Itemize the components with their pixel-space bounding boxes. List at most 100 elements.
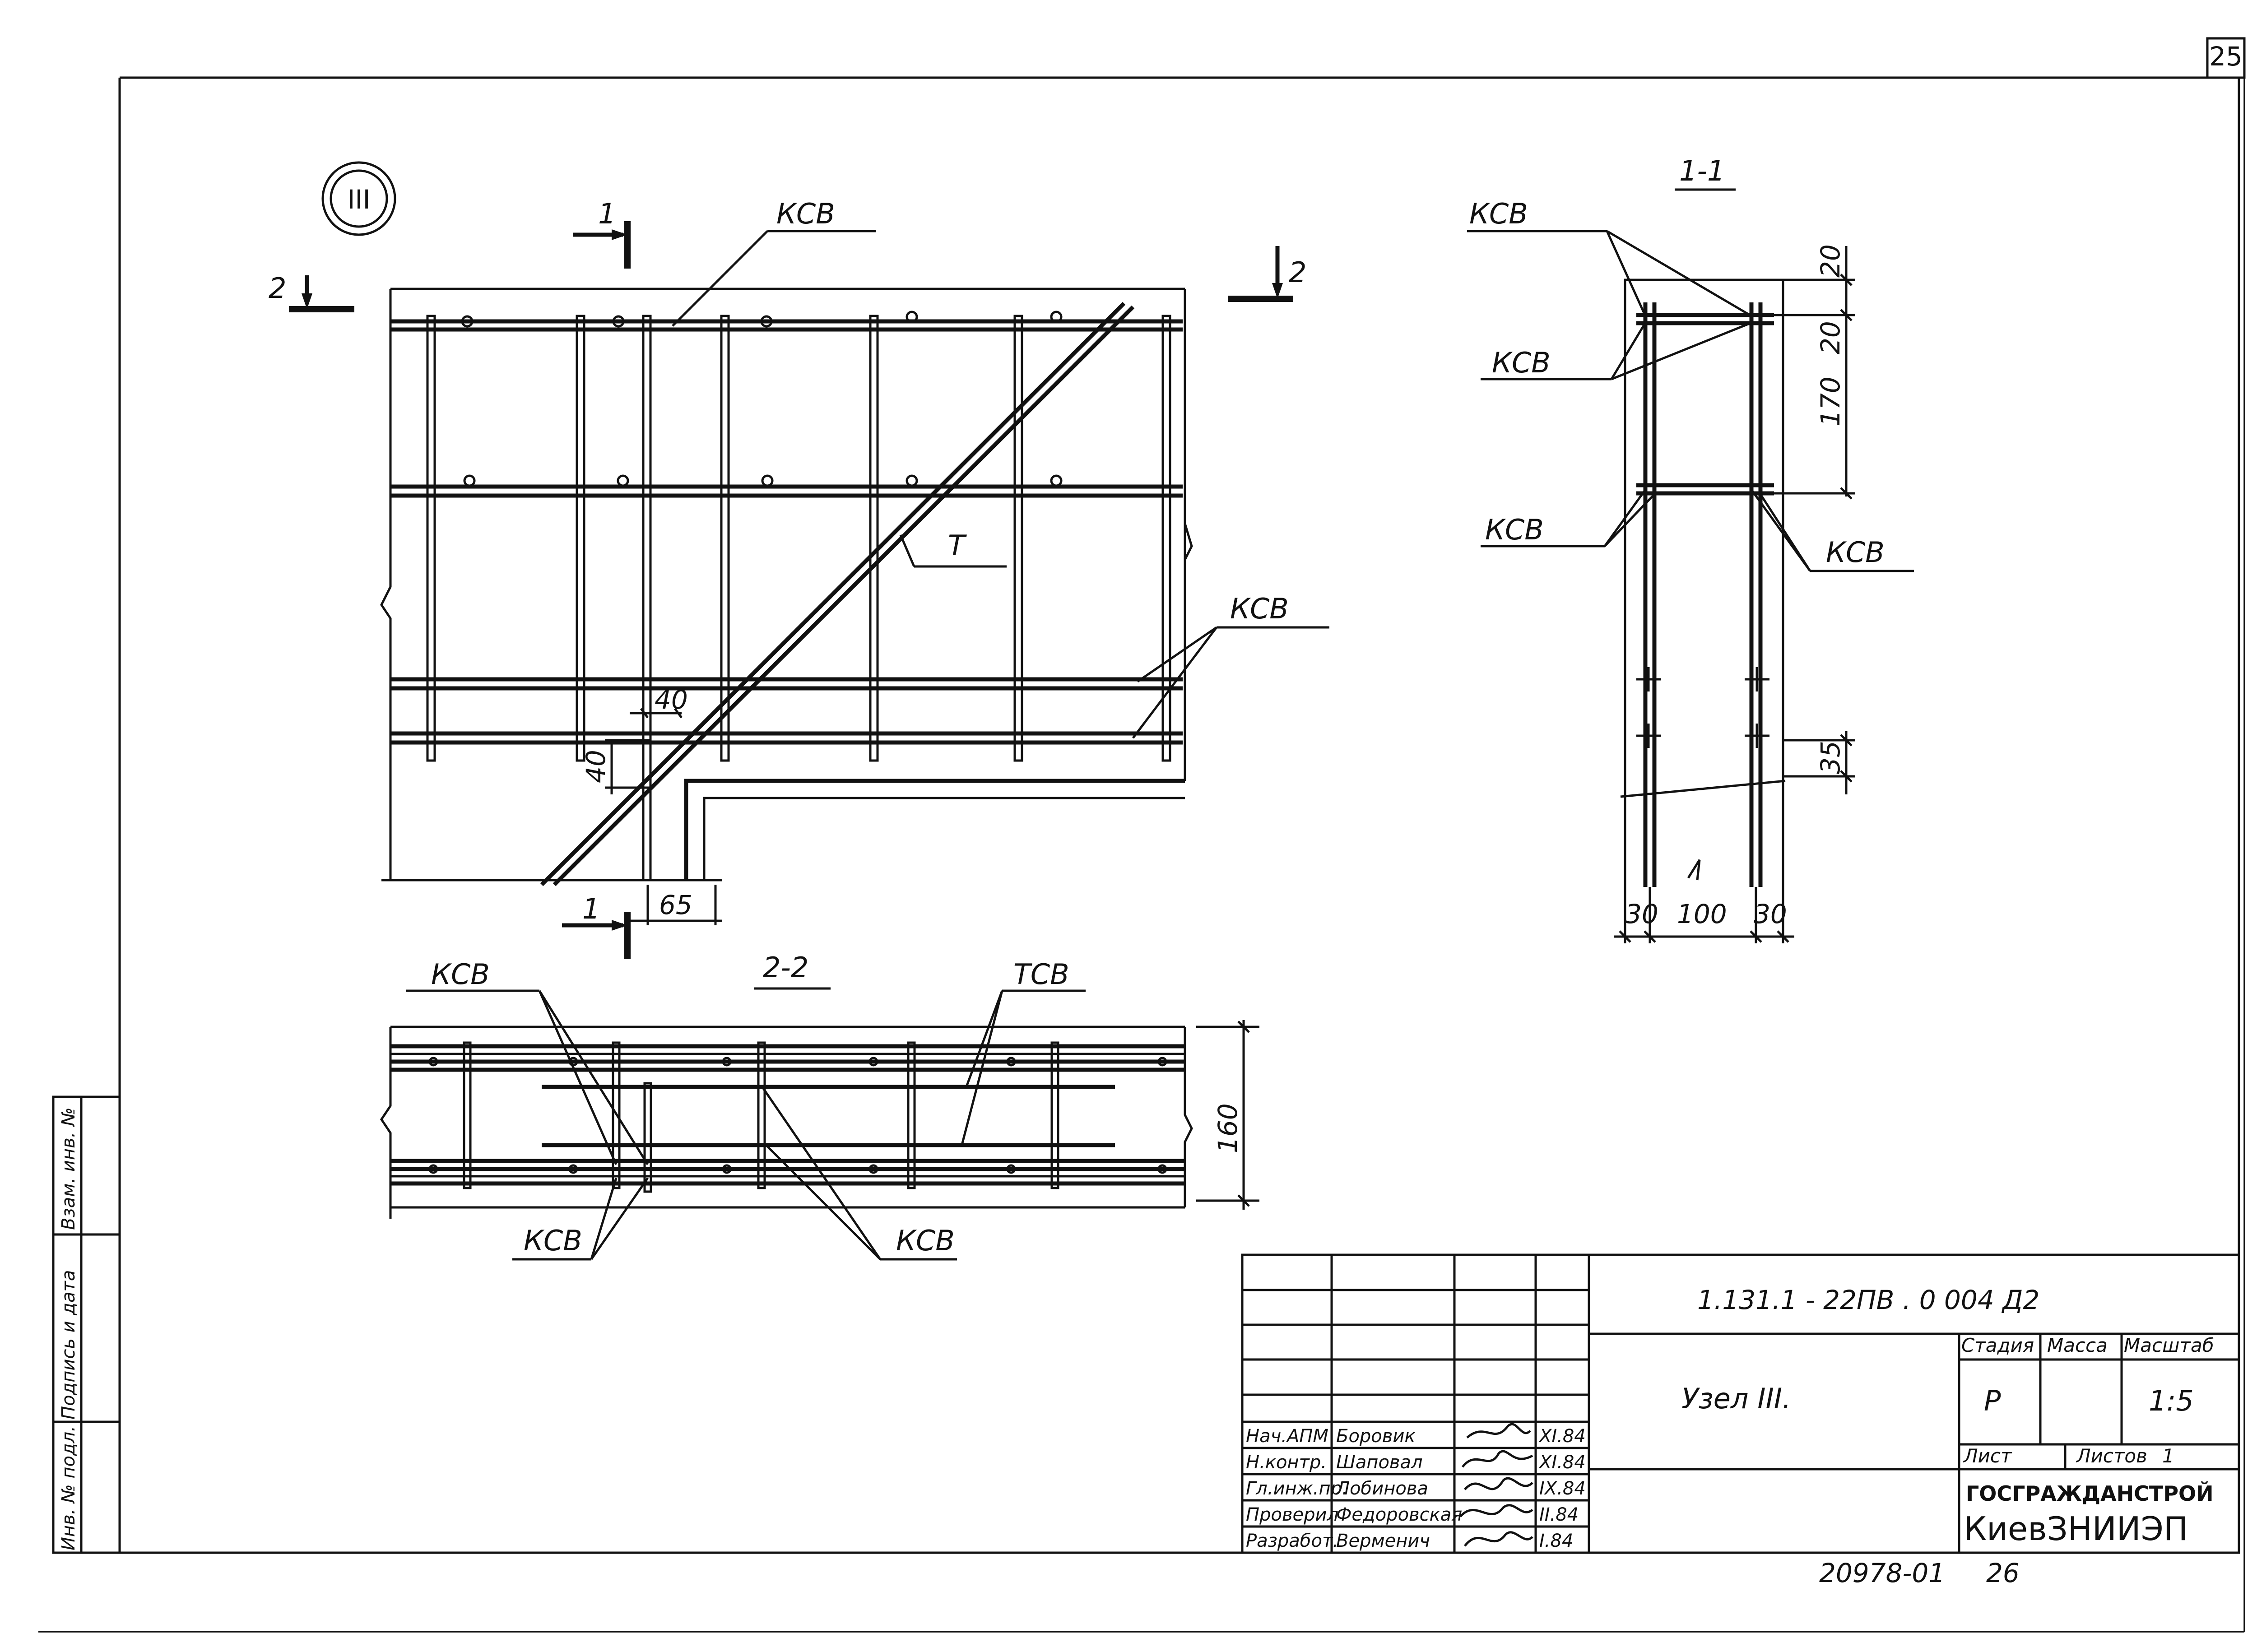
- svg-text:КСВ: КСВ: [1230, 592, 1289, 625]
- section-2-2-top-layer: [390, 1044, 1185, 1089]
- svg-text:65: 65: [659, 890, 692, 920]
- section-1-1-bottom-dims: 30 100 30: [1614, 887, 1794, 943]
- section-1-1: 1-1 КСВ КСВ: [1467, 154, 1914, 943]
- section-2-2-dim-160: 160: [1196, 1020, 1259, 1210]
- svg-text:170: 170: [1815, 376, 1846, 427]
- svg-text:КСВ: КСВ: [431, 958, 490, 991]
- section-2-2-tsv: ТСВ: [960, 958, 1086, 1147]
- section-2-2-title: 2-2: [763, 951, 808, 984]
- plan-bar-dots: [461, 311, 1063, 487]
- signature-table-grid: [1242, 1255, 1590, 1553]
- section-1-1-ksv-d: КСВ: [1750, 489, 1914, 572]
- svg-text:30: 30: [1754, 899, 1787, 929]
- svg-text:35: 35: [1815, 741, 1846, 774]
- svg-text:1: 1: [598, 197, 616, 230]
- row-role: Гл.инж.пр.: [1246, 1478, 1348, 1499]
- row-role: Разработ.: [1246, 1531, 1338, 1551]
- svg-text:2: 2: [269, 272, 286, 305]
- svg-text:КСВ: КСВ: [1492, 346, 1551, 379]
- section-2-2: 2-2: [380, 951, 1259, 1261]
- section-2-2-ksv-bl: КСВ: [512, 1177, 649, 1261]
- row-role: Нач.АПМ: [1246, 1426, 1328, 1447]
- sheets-value: 1: [2162, 1445, 2174, 1467]
- row-date: I.84: [1539, 1531, 1573, 1551]
- section-2-2-ksv-tl: КСВ: [406, 958, 649, 1165]
- section-2-2-cross-bars: [463, 1041, 1059, 1193]
- row-role: Н.контр.: [1246, 1452, 1327, 1473]
- svg-text:Т: Т: [948, 529, 967, 562]
- archive-number: 20978-01 26: [1819, 1558, 2020, 1588]
- strip-inv-orig: Инв. № подл.: [58, 1426, 79, 1550]
- row-name: Лобинова: [1335, 1478, 1428, 1499]
- row-date: XI.84: [1538, 1426, 1586, 1447]
- node-marker: III: [321, 161, 396, 236]
- plan-t-label: Т: [899, 529, 1007, 568]
- section-1-1-ksv-c: КСВ: [1481, 489, 1655, 548]
- signature-scribbles: [1459, 1423, 1533, 1547]
- svg-text:40: 40: [581, 750, 611, 783]
- section-2-2-bottom-layer: [390, 1143, 1185, 1186]
- svg-text:100: 100: [1677, 899, 1727, 929]
- plan-view: 1 1 2 2 КСВ Т: [269, 197, 1329, 959]
- plan-ksv-right-label: КСВ: [1132, 592, 1329, 739]
- title-block: Нач.АПМ Боровик XI.84 Н.контр. Шаповал X…: [1241, 1253, 2240, 1554]
- org-line-2: КиевЗНИИЭП: [1964, 1510, 2188, 1548]
- svg-text:ТСВ: ТСВ: [1013, 958, 1069, 991]
- svg-text:20: 20: [1815, 244, 1846, 278]
- row-date: IX.84: [1539, 1478, 1586, 1499]
- section-1-1-ksv-a: КСВ: [1467, 197, 1752, 317]
- section-1-marker-bottom: 1: [562, 892, 631, 959]
- svg-text:20: 20: [1815, 321, 1846, 354]
- svg-text:КСВ: КСВ: [1469, 197, 1528, 230]
- org-line-1: ГОСГРАЖДАНСТРОЙ: [1966, 1481, 2214, 1506]
- plan-ksv-top-label: КСВ: [672, 197, 876, 327]
- section-2-2-ksv-bc: КСВ: [762, 1087, 957, 1261]
- sheet-title: Узел III.: [1681, 1382, 1791, 1415]
- plan-horizontal-bars: [390, 319, 1183, 745]
- svg-text:20978-01: 20978-01: [1819, 1558, 1945, 1588]
- row-date: XI.84: [1538, 1452, 1586, 1473]
- sheets-header: Листов: [2076, 1445, 2147, 1467]
- svg-text:КСВ: КСВ: [776, 197, 835, 230]
- section-1-1-welds: [1636, 667, 1769, 748]
- section-1-1-ksv-b: КСВ: [1481, 321, 1752, 381]
- stage-value: Р: [1984, 1384, 2001, 1417]
- scale-header: Масштаб: [2124, 1334, 2214, 1356]
- side-strip: Инв. № подл. Подпись и дата Взам. инв. №: [52, 1095, 121, 1554]
- section-1-1-vertical-dims: 20 20 170 35: [1774, 244, 1855, 794]
- svg-text:2: 2: [1289, 256, 1306, 289]
- section-2-2-dots: [428, 1057, 1167, 1174]
- svg-text:КСВ: КСВ: [1826, 536, 1885, 569]
- strip-sign-date: Подпись и дата: [58, 1270, 79, 1420]
- svg-text:40: 40: [655, 684, 688, 715]
- row-name: Верменич: [1336, 1531, 1430, 1551]
- page-number: 25: [2209, 41, 2243, 72]
- document-code: 1.131.1 - 22ПВ . 0 004 Д2: [1697, 1285, 2039, 1315]
- svg-text:1: 1: [582, 892, 600, 925]
- stage-header: Стадия: [1961, 1334, 2034, 1356]
- sheet-header: Лист: [1963, 1445, 2012, 1467]
- svg-text:КСВ: КСВ: [896, 1224, 955, 1257]
- row-name: Боровик: [1336, 1426, 1416, 1447]
- section-2-marker-right: 2: [1228, 246, 1306, 302]
- approval-rows: Нач.АПМ Боровик XI.84 Н.контр. Шаповал X…: [1246, 1426, 1586, 1551]
- section-2-marker-left: 2: [269, 272, 354, 312]
- svg-text:160: 160: [1212, 1103, 1243, 1153]
- svg-text:КСВ: КСВ: [524, 1224, 582, 1257]
- row-date: II.84: [1539, 1504, 1579, 1525]
- row-name: Федоровская: [1336, 1504, 1462, 1525]
- mass-header: Масса: [2047, 1334, 2108, 1356]
- svg-text:КСВ: КСВ: [1485, 513, 1544, 546]
- svg-text:30: 30: [1625, 899, 1658, 929]
- row-role: Проверил: [1246, 1504, 1338, 1525]
- plan-dims: 40 40 65: [581, 684, 722, 925]
- row-name: Шаповал: [1336, 1452, 1423, 1473]
- strip-inv-swap: Взам. инв. №: [58, 1107, 79, 1230]
- scale-value: 1:5: [2149, 1384, 2194, 1417]
- node-marker-label: III: [347, 184, 370, 215]
- plan-vertical-bars: [426, 315, 1171, 882]
- section-1-1-title: 1-1: [1679, 154, 1725, 187]
- svg-text:26: 26: [1986, 1558, 2020, 1588]
- sheet-frame: 25: [38, 37, 2246, 1633]
